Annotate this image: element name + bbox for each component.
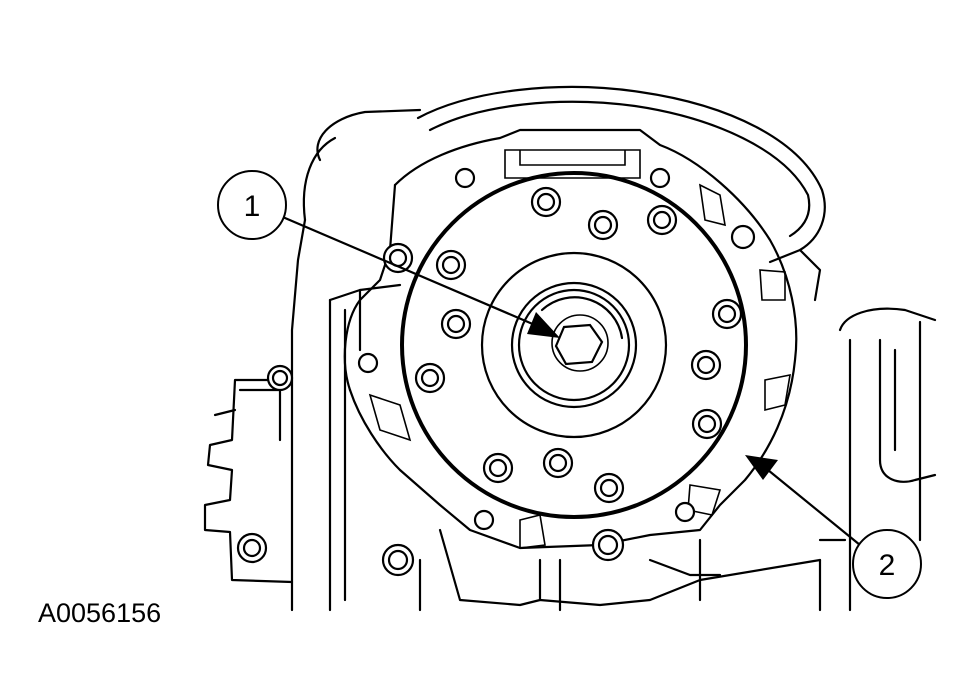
callout-1: 1 (217, 170, 560, 338)
callout-2-arrowhead (745, 455, 778, 480)
callout-1-circle (217, 170, 287, 240)
crankshaft-damper (400, 171, 748, 519)
callout-2-circle (852, 529, 922, 599)
callout-2-label: 2 (879, 549, 896, 582)
figure-id: A0056156 (38, 598, 161, 628)
damper-bolt-holes (414, 186, 743, 504)
engine-housing (203, 85, 937, 612)
callout-1-label: 1 (244, 190, 261, 223)
timing-cover (343, 128, 798, 550)
callout-2: 2 (745, 455, 922, 599)
housing-bolts (236, 242, 625, 577)
callout-1-arrowhead (527, 312, 560, 338)
crankshaft-bolt (551, 314, 609, 372)
